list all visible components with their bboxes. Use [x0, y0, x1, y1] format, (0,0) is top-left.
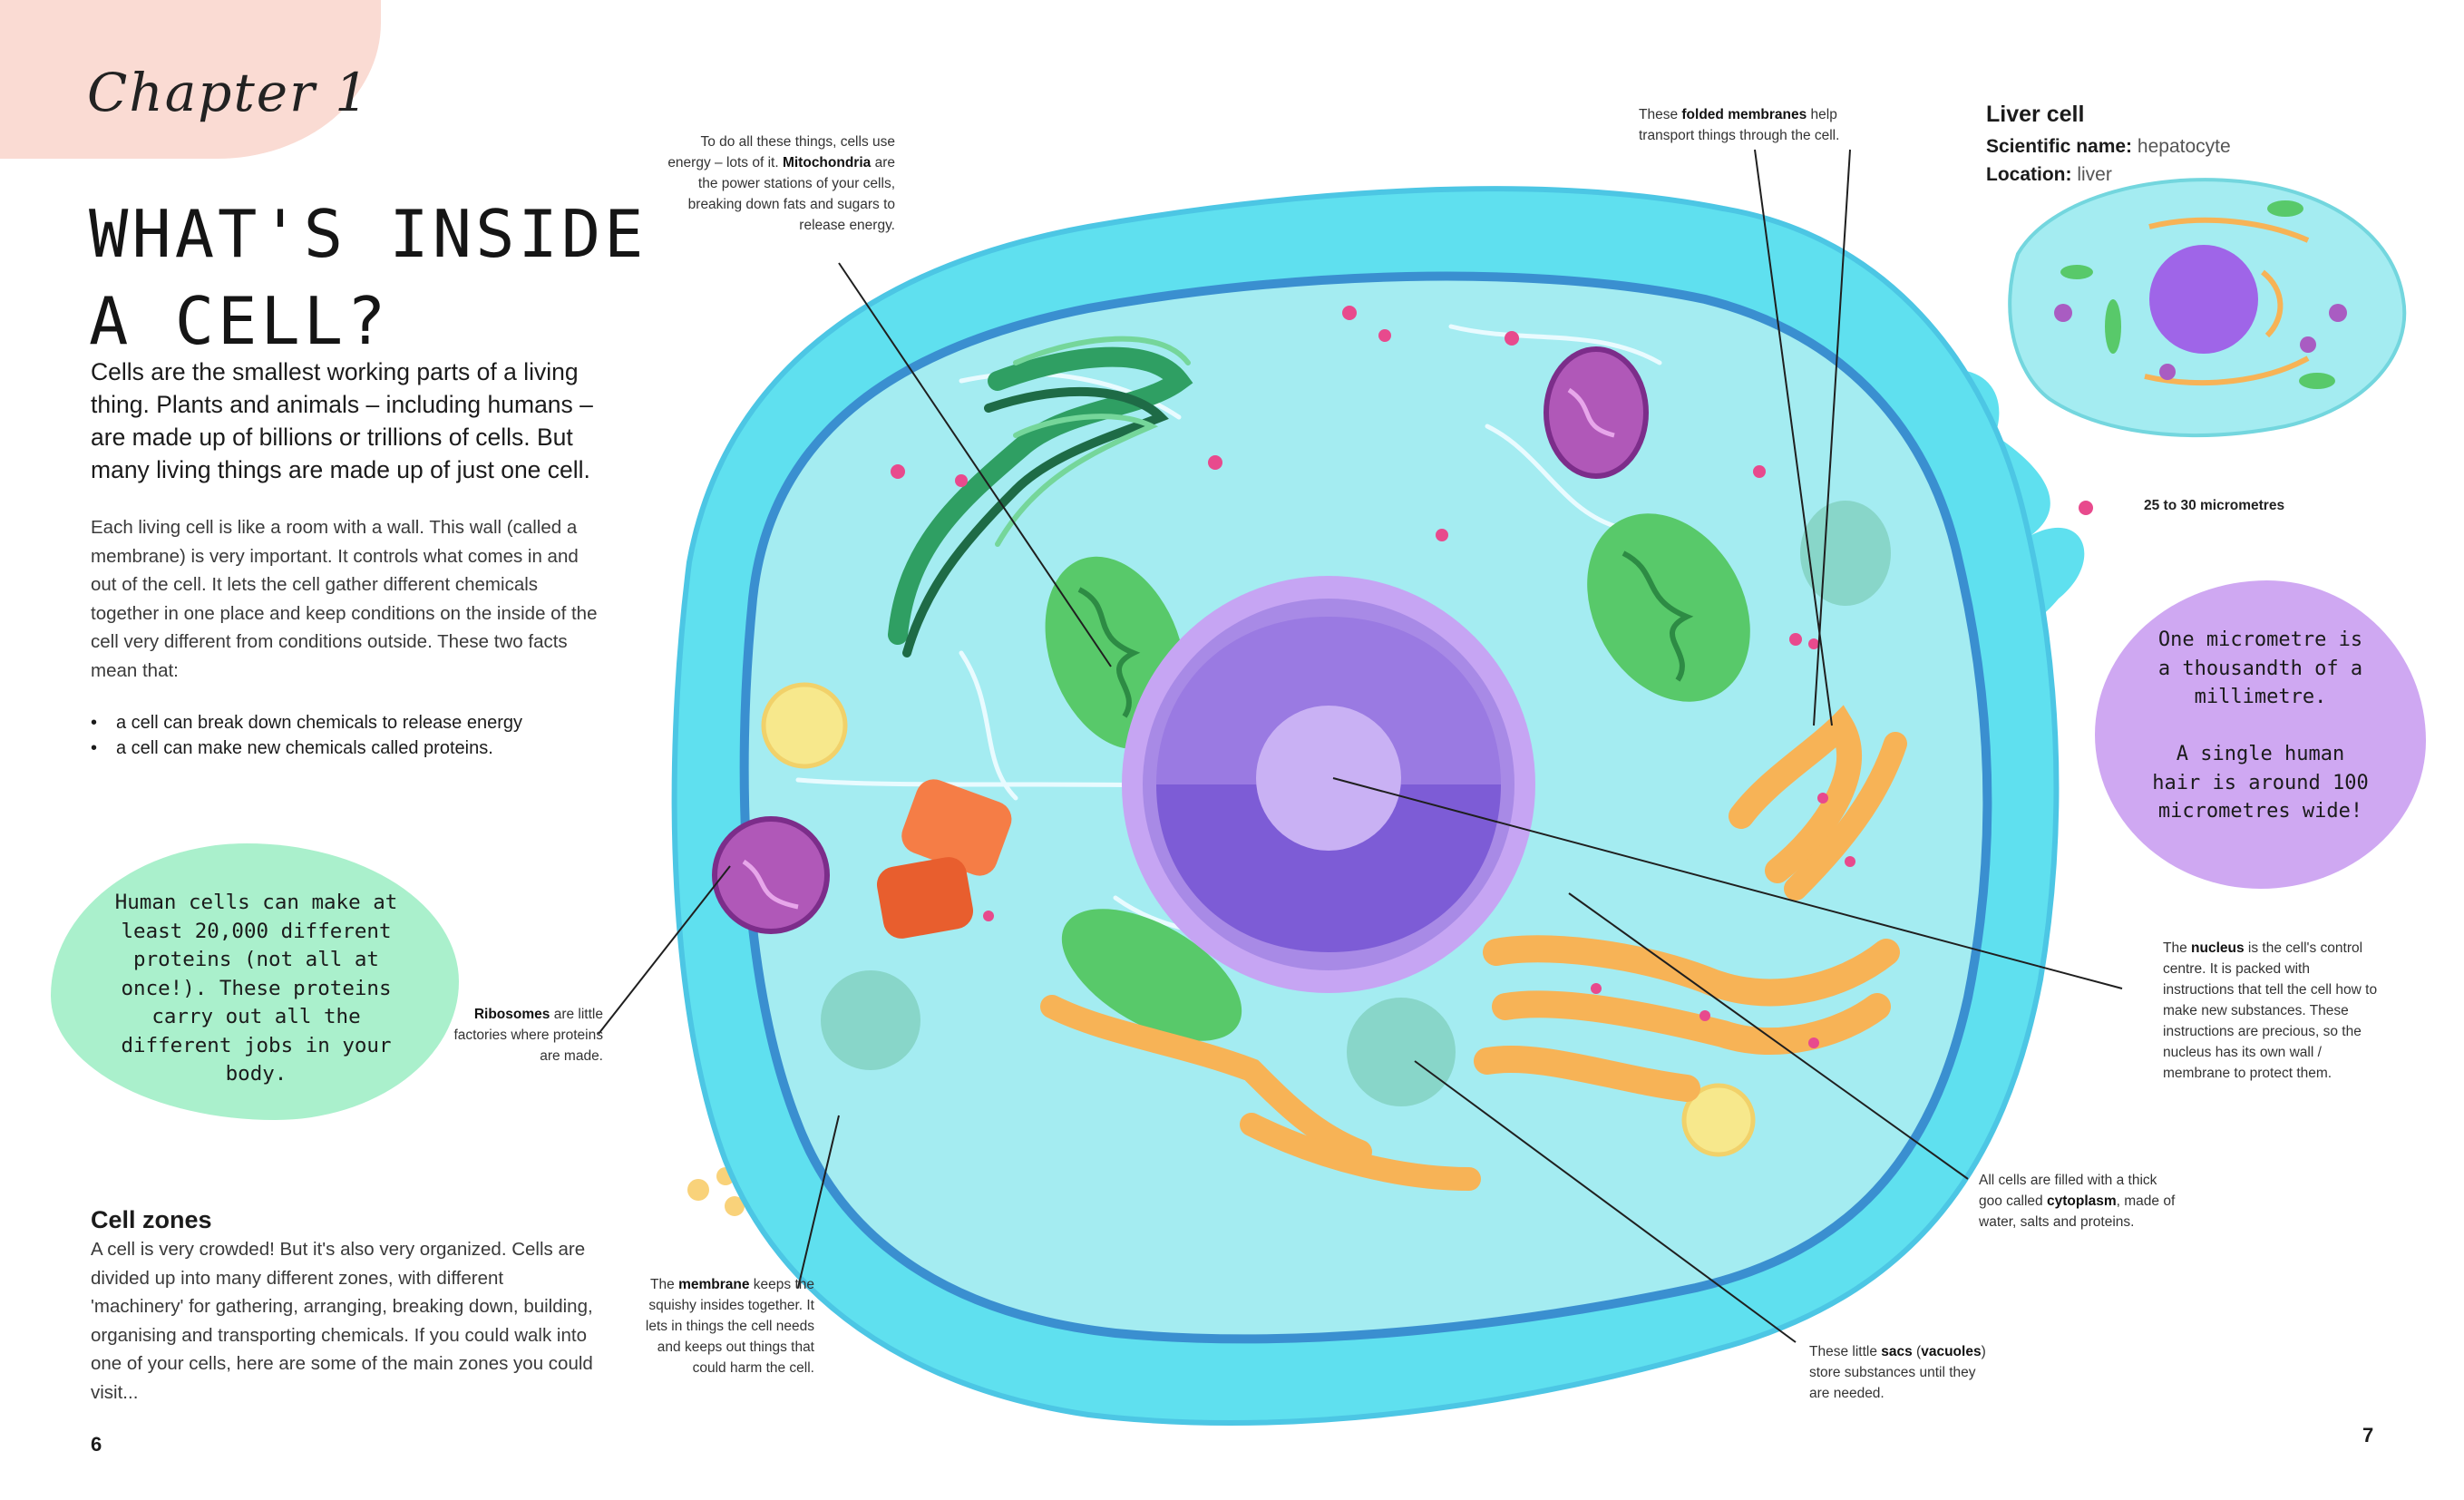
page-title: WHAT'S INSIDE A CELL? — [89, 196, 648, 359]
callout-cytoplasm: All cells are filled with a thick goo ca… — [1979, 1173, 2176, 1230]
scale-label: 25 to 30 micrometres — [2144, 498, 2285, 513]
bullet-item: a cell can break down chemicals to relea… — [91, 710, 635, 735]
fact-bubble-text: Human cells can make at least 20,000 dif… — [114, 891, 398, 1086]
callout-membrane: The membrane keeps the squishy insides t… — [645, 1277, 814, 1376]
vesicle — [761, 682, 848, 769]
vacuole — [821, 970, 920, 1070]
liver-cell-title: Liver cell — [1986, 102, 2085, 127]
cell-zones-heading: Cell zones — [91, 1206, 212, 1233]
liver-cell-thumbnail — [2008, 178, 2407, 437]
callout-mitochondria: To do all these things, cells use energy… — [667, 134, 895, 233]
fact-bubble-background — [51, 843, 459, 1120]
lysosome-2 — [712, 816, 830, 934]
ribosome-dots — [891, 306, 2093, 1048]
callout-nucleus: The nucleus is the cell's control centre… — [2163, 940, 2378, 1081]
callout-folded-membranes: These folded membranes help transport th… — [1639, 107, 1840, 143]
callout-vacuoles: These little sacs (vacuoles) store subst… — [1809, 1344, 1986, 1401]
body-paragraph: Each living cell is like a room with a w… — [91, 517, 598, 681]
mitochondrion-2 — [1587, 513, 1750, 702]
micrometre-bubble-background — [2095, 580, 2426, 889]
micrometre-bubble-text: One micrometre is a thousandth of a mill… — [2152, 628, 2369, 823]
golgi-apparatus — [1040, 705, 1907, 1191]
mitochondrion-3 — [1061, 909, 1242, 1041]
page-number-left: 6 — [91, 1433, 102, 1456]
leader-lines — [598, 149, 2123, 1343]
nucleus — [1122, 576, 1535, 993]
callout-ribosomes: Ribosomes are little factories where pro… — [453, 1007, 603, 1064]
location-line: Location: liver — [1986, 164, 2112, 185]
lysosome-1 — [1544, 346, 1649, 479]
page-number-right: 7 — [2362, 1424, 2374, 1446]
vacuole — [1347, 998, 1456, 1106]
bullet-item: a cell can make new chemicals called pro… — [91, 735, 635, 761]
bullet-list: a cell can break down chemicals to relea… — [91, 710, 635, 761]
cell-zones-text: A cell is very crowded! But it's also ve… — [91, 1239, 593, 1403]
scientific-name-line: Scientific name: hepatocyte — [1986, 136, 2231, 157]
centriole — [876, 779, 1012, 939]
chapter-label: Chapter 1 — [87, 62, 371, 123]
vesicle — [1681, 1083, 1756, 1157]
intro-text: Cells are the smallest working parts of … — [91, 358, 593, 483]
cytoplasm-outline — [739, 271, 1992, 1344]
rough-er-green — [888, 336, 1193, 657]
